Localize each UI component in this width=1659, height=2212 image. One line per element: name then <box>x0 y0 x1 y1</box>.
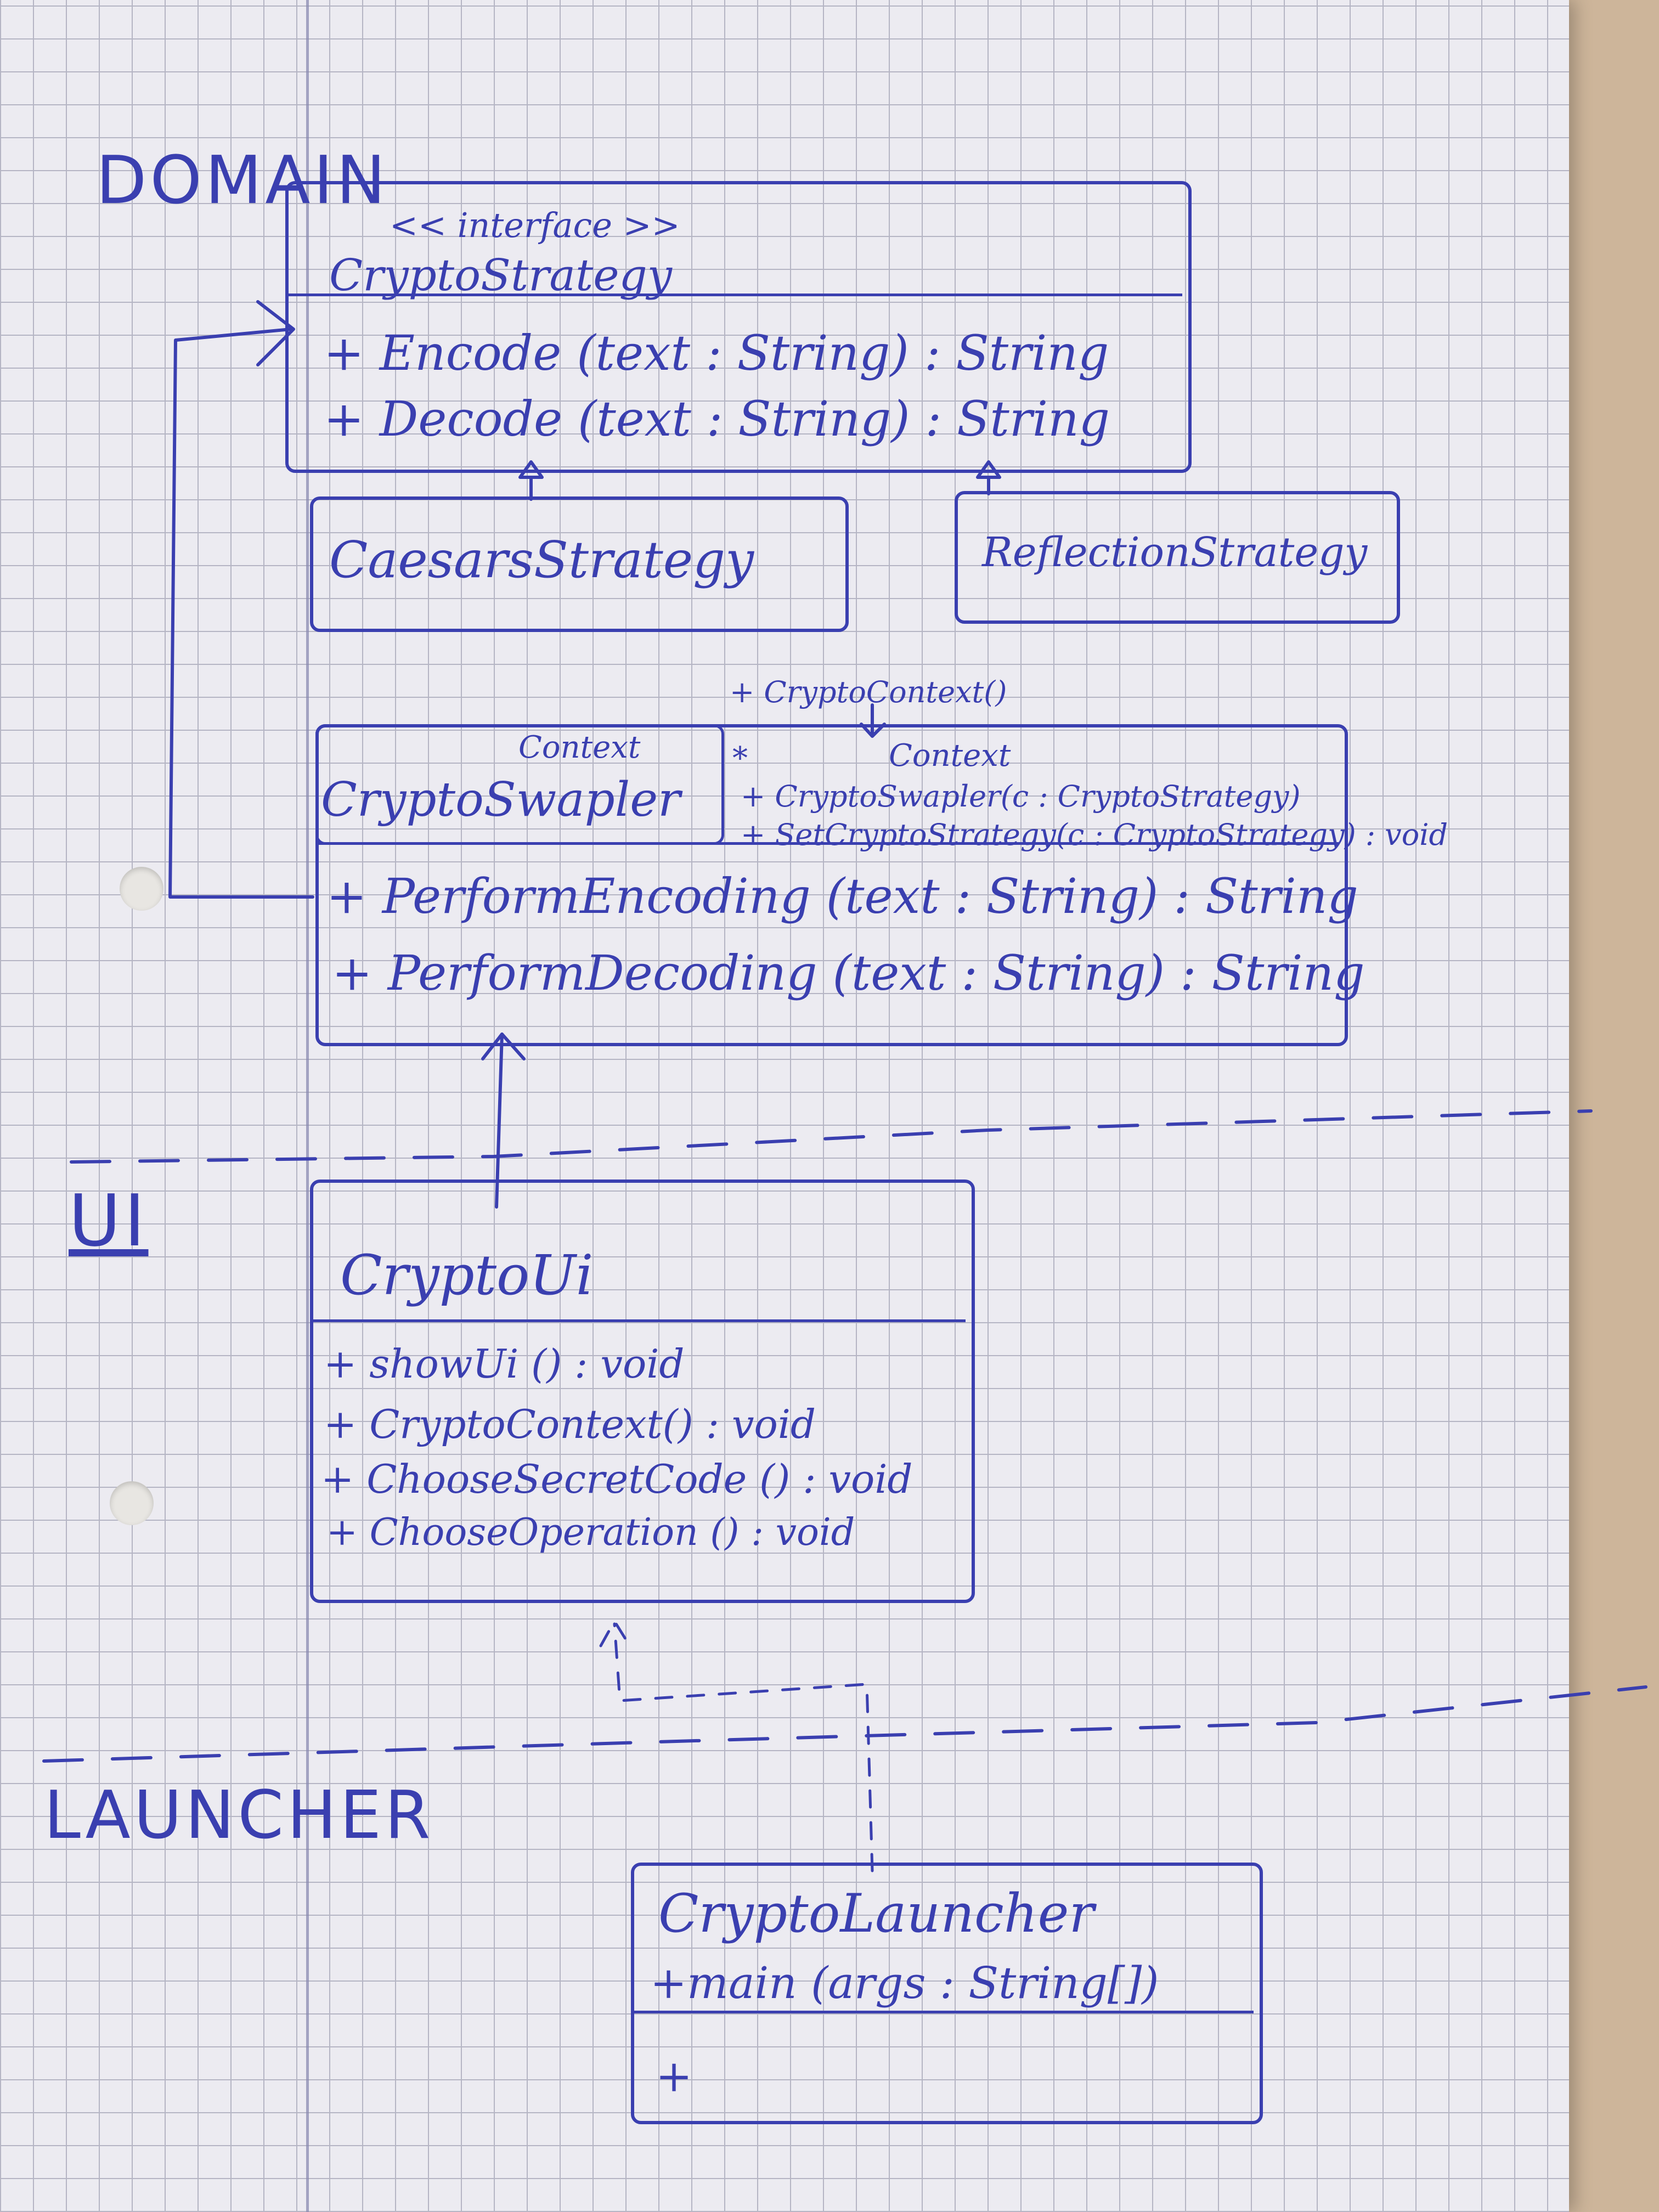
caesars-strategy-box <box>310 496 849 632</box>
caesars-strategy-name: CaesarsStrategy <box>329 531 754 589</box>
reflection-strategy-box <box>955 491 1400 624</box>
launcher-dependency-arrowhead <box>599 1618 631 1647</box>
context-attribute: + SetCryptoStrategy(c : CryptoStrategy) … <box>741 817 1448 852</box>
punch-hole <box>120 867 163 911</box>
crypto-ui-method: + ChooseSecretCode () : void <box>321 1456 913 1502</box>
class-divider <box>634 2011 1254 2013</box>
reflection-strategy-name: ReflectionStrategy <box>982 529 1368 576</box>
crypto-strategy-interface-box <box>285 181 1192 473</box>
interface-method: + Encode (text : String) : String <box>324 325 1109 381</box>
crypto-launcher-method: +main (args : String[]) <box>650 1957 1159 2008</box>
context-name-correction: Context <box>518 730 641 765</box>
interface-stereotype: << interface >> <box>390 205 680 245</box>
context-method: + PerformDecoding (text : String) : Stri… <box>332 945 1365 1001</box>
note-arrowhead <box>860 723 886 738</box>
layer-label-ui: UI <box>69 1179 149 1262</box>
class-divider <box>313 1319 966 1322</box>
context-constructor-note: + CryptoContext() <box>730 675 1007 709</box>
crypto-ui-name: CryptoUi <box>340 1243 594 1307</box>
crypto-launcher-box <box>631 1863 1263 2124</box>
graph-paper <box>0 0 1569 2212</box>
crypto-launcher-extra: + <box>656 2051 693 2102</box>
punch-hole <box>110 1481 154 1525</box>
crypto-launcher-name: CryptoLauncher <box>658 1883 1094 1944</box>
class-divider <box>288 294 1182 296</box>
layer-label-domain: DOMAIN <box>96 143 389 219</box>
interface-name: CryptoStrategy <box>329 250 672 301</box>
layer-separator-domain-ui <box>70 1109 1593 1164</box>
class-divider <box>318 842 1339 845</box>
layer-label-launcher: LAUNCHER <box>44 1778 434 1854</box>
crypto-context-box <box>315 724 1348 1046</box>
context-method: + PerformEncoding (text : String) : Stri… <box>326 868 1358 924</box>
context-star: * <box>732 741 748 776</box>
crypto-ui-method: + showUi () : void <box>324 1341 685 1387</box>
context-class-name: CryptoSwapler <box>321 772 681 827</box>
interface-method: + Decode (text : String) : String <box>324 391 1110 447</box>
layer-separator-ui-launcher <box>42 1685 1647 1763</box>
association-line <box>168 328 314 899</box>
crypto-ui-box <box>310 1180 975 1603</box>
context-rename-note: Context <box>889 738 1011 774</box>
launcher-dependency-line <box>613 1622 874 1872</box>
ui-dependency-line <box>495 1032 504 1209</box>
ui-dependency-arrowhead <box>481 1032 526 1060</box>
association-arrowhead <box>256 300 295 366</box>
crypto-ui-method: + CryptoContext() : void <box>324 1401 816 1447</box>
crypto-ui-method: + ChooseOperation () : void <box>326 1511 855 1554</box>
context-attribute: + CryptoSwapler(c : CryptoStrategy) <box>741 779 1301 814</box>
margin-line <box>306 0 309 2212</box>
